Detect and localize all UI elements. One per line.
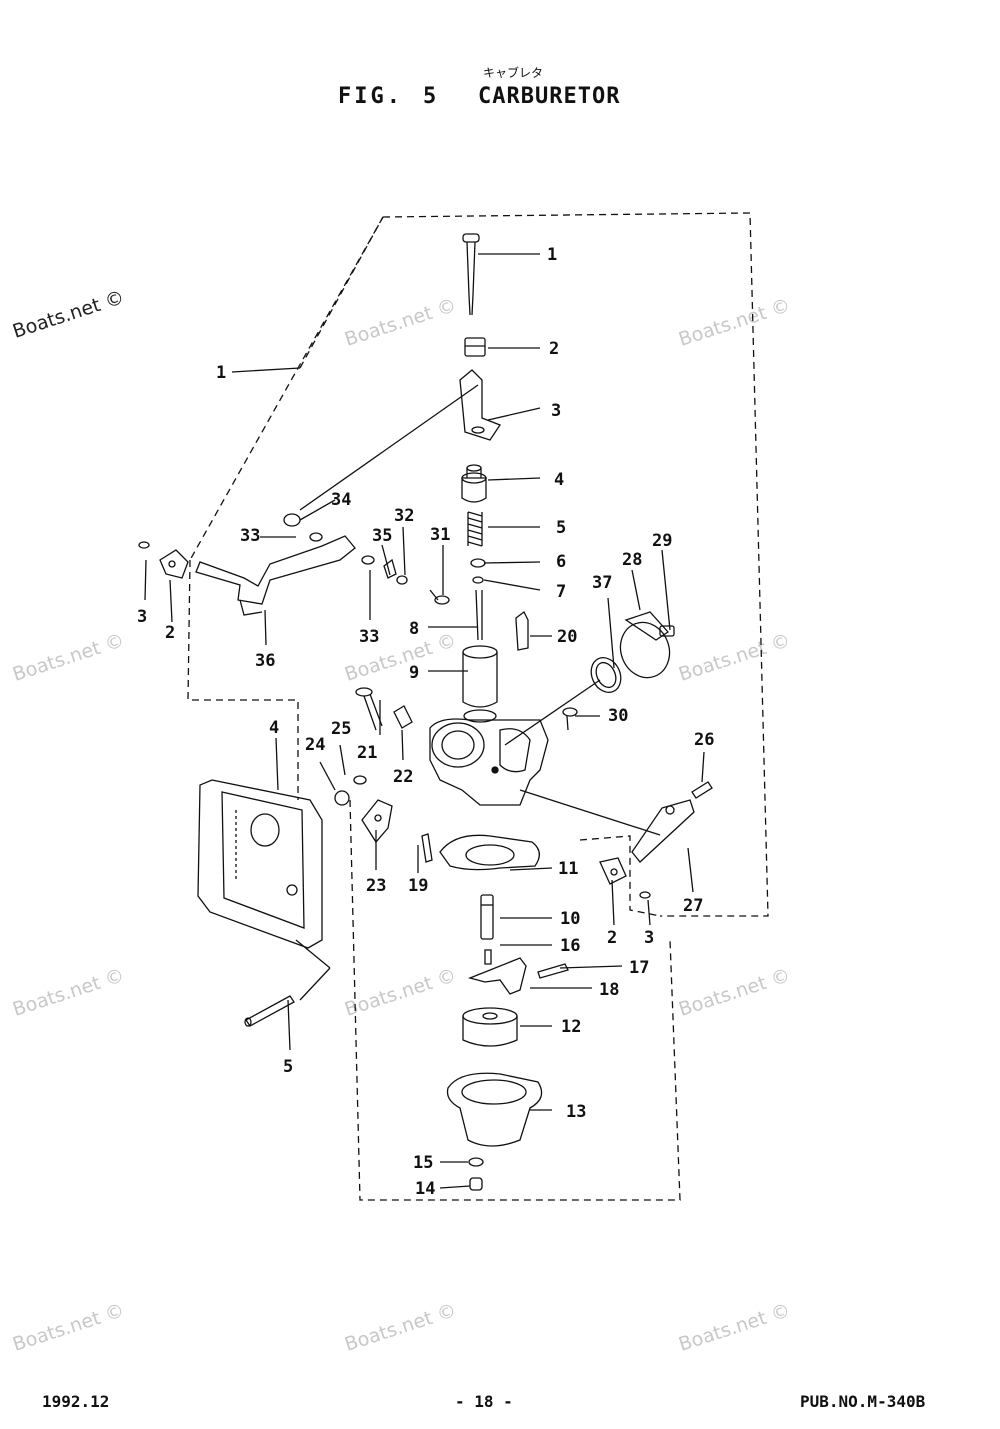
part-throttle-slide [462, 645, 498, 708]
part-nut [464, 337, 486, 357]
part-collar-left [138, 541, 189, 579]
callout-12: 12 [561, 1017, 581, 1037]
figure-number: 5 [423, 84, 437, 109]
callout-29: 29 [652, 531, 672, 551]
part-filter-screw [244, 995, 295, 1027]
callout-4-filter: 4 [269, 718, 279, 738]
callout-33b: 33 [359, 627, 379, 647]
callout-18: 18 [599, 980, 619, 1000]
part-nut-24 [334, 775, 367, 806]
part-drain-screw [468, 1157, 484, 1191]
figure-label: FIG. [338, 84, 403, 109]
callout-32: 32 [394, 506, 414, 526]
part-main-jet [480, 894, 494, 940]
callout-23: 23 [366, 876, 386, 896]
callout-11: 11 [558, 859, 578, 879]
callout-30: 30 [608, 706, 628, 726]
callout-1-assembly: 1 [216, 363, 226, 383]
title-japanese: キャブレタ [483, 66, 544, 80]
leader-lines [144, 216, 705, 1189]
callout-4: 4 [554, 470, 564, 490]
callout-21: 21 [357, 743, 377, 763]
callout-19: 19 [408, 876, 428, 896]
callout-5: 5 [556, 518, 566, 538]
part-collar-right [599, 857, 651, 899]
part-cap [461, 464, 487, 503]
callout-24: 24 [305, 735, 325, 755]
callout-17: 17 [629, 958, 649, 978]
callout-34: 34 [331, 490, 351, 510]
assembly-boundary-upper [187, 212, 769, 917]
part-pin-26 [691, 781, 713, 799]
part-small-hardware [283, 513, 450, 605]
part-bracket [459, 369, 501, 441]
callout-37: 37 [592, 573, 612, 593]
callout-36: 36 [255, 651, 275, 671]
callout-16: 16 [560, 936, 580, 956]
part-fuel-fitting [515, 611, 529, 651]
callout-25: 25 [331, 719, 351, 739]
callout-5-screw: 5 [283, 1057, 293, 1077]
callout-3: 3 [551, 401, 561, 421]
callout-27: 27 [683, 896, 703, 916]
part-needle [475, 589, 483, 641]
part-screw-22 [393, 705, 413, 729]
callout-9: 9 [409, 663, 419, 683]
part-pin-19 [421, 833, 433, 863]
callout-26: 26 [694, 730, 714, 750]
callout-2-left: 2 [165, 623, 175, 643]
part-pilot-jet [484, 949, 492, 965]
callout-15: 15 [413, 1153, 433, 1173]
part-carburetor-body [429, 709, 549, 806]
part-float-arm [467, 957, 569, 995]
footer-pub-number: PUB.NO.M-340B [800, 1392, 926, 1411]
callout-28: 28 [622, 550, 642, 570]
part-lever-27 [631, 799, 695, 863]
callout-1: 1 [547, 245, 557, 265]
page-title: CARBURETOR [478, 84, 621, 109]
callout-3-left: 3 [137, 607, 147, 627]
callout-13: 13 [566, 1102, 586, 1122]
part-gasket [439, 834, 540, 871]
callout-22: 22 [393, 767, 413, 787]
part-throttle-lever [195, 535, 356, 616]
footer-page-number: - 18 - [455, 1392, 513, 1411]
footer-date: 1992.12 [42, 1392, 110, 1411]
callout-14: 14 [415, 1179, 435, 1199]
callout-33: 33 [240, 526, 260, 546]
callout-labels: 1 2 3 4 5 6 7 8 9 10 11 12 13 14 15 16 1… [137, 245, 714, 1199]
callout-10: 10 [560, 909, 580, 929]
callout-2-right: 2 [607, 928, 617, 948]
part-screw-21 [355, 687, 383, 731]
part-clips [470, 558, 486, 584]
part-float [462, 1007, 518, 1047]
part-float-bowl [446, 1072, 543, 1147]
part-clamp [619, 611, 675, 679]
callout-20: 20 [557, 627, 577, 647]
callout-2: 2 [549, 339, 559, 359]
callout-3-right: 3 [644, 928, 654, 948]
callout-8: 8 [409, 619, 419, 639]
part-screw-30 [562, 707, 578, 731]
part-spring [467, 511, 483, 547]
callout-7: 7 [556, 582, 566, 602]
part-screw-top [462, 233, 480, 316]
callout-6: 6 [556, 552, 566, 572]
part-plate-23 [361, 799, 393, 844]
callout-31: 31 [430, 525, 450, 545]
callout-35: 35 [372, 526, 392, 546]
part-o-ring [590, 656, 622, 694]
part-air-filter [197, 779, 323, 949]
